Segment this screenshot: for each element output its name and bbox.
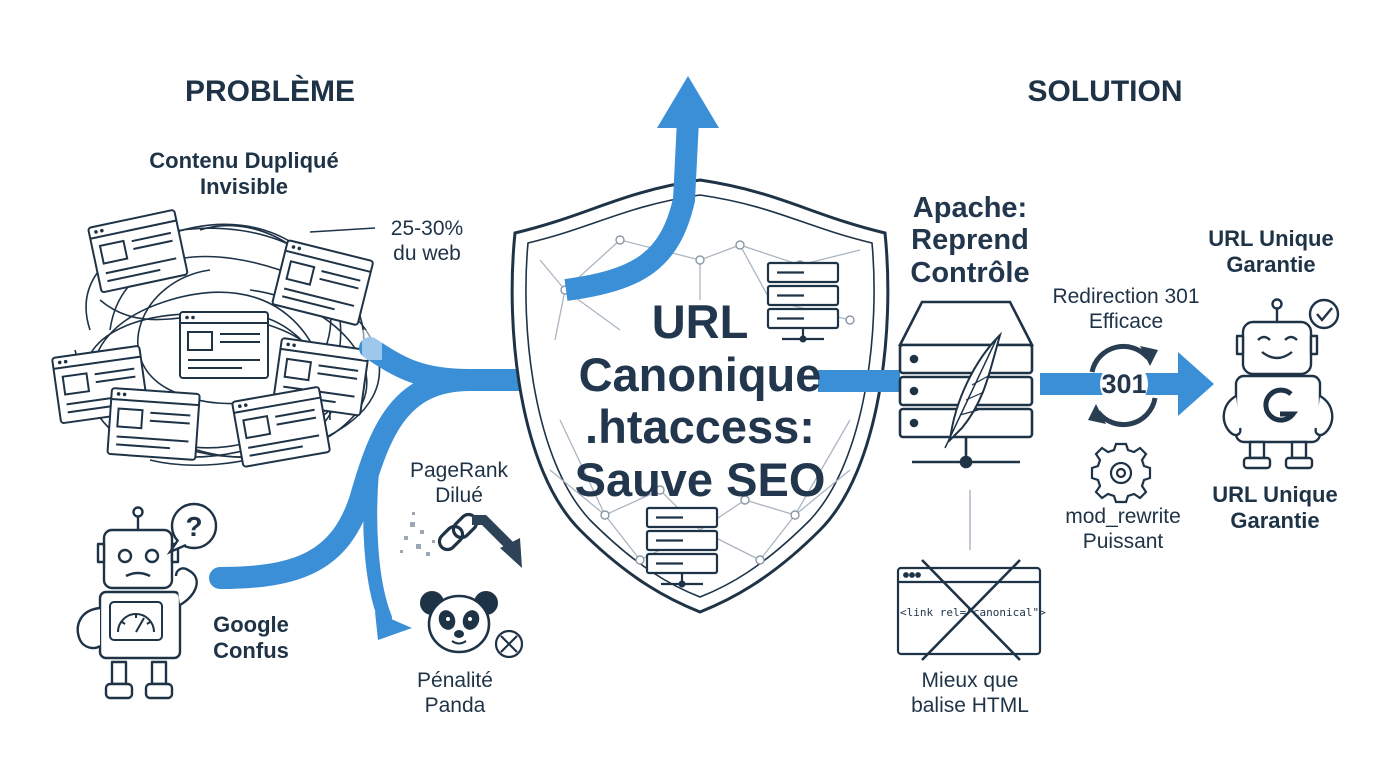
- web-page-icon: [179, 311, 269, 379]
- duplicate-pages-cluster: [51, 208, 381, 468]
- crossed-out-icon: [921, 559, 1021, 661]
- google-g-logo: [1263, 387, 1298, 423]
- gear-icon: [1090, 442, 1152, 504]
- redirect-badge-bg: [1100, 360, 1148, 408]
- speedometer-icon: [109, 601, 163, 641]
- stat-leader-line: [309, 227, 376, 233]
- solution-header: SOLUTION: [1027, 75, 1183, 108]
- down-arrow-icon: [472, 515, 522, 568]
- merge-arrow-bottom: [209, 369, 481, 589]
- web-page-icon: [106, 387, 201, 461]
- network-nodes: [560, 235, 855, 565]
- google-robot-icon: [1222, 298, 1334, 470]
- refresh-cycle-icon: [1089, 343, 1158, 428]
- growth-arrow-head: [657, 76, 719, 128]
- redirect-arrow-head: [1178, 352, 1214, 416]
- web-page-icon: [87, 208, 189, 294]
- canonical-tag-code: <link rel="canonical">: [900, 606, 1046, 619]
- forbidden-icon: [494, 629, 524, 659]
- shield-to-apache-arrow: [818, 370, 900, 392]
- question-bubble-icon: [166, 502, 218, 555]
- feather-icon: [944, 331, 1003, 449]
- chain-fade-dots: [400, 512, 435, 556]
- panda-icon: [420, 591, 498, 654]
- question-mark: ?: [185, 511, 203, 542]
- redirect-code-301: 301: [1101, 369, 1147, 399]
- checkmark-icon: [1308, 298, 1340, 330]
- duplicate-stat: 25-30%du web: [390, 217, 464, 266]
- web-page-icon: [271, 239, 375, 327]
- web-page-icon: [231, 385, 332, 468]
- growth-arrow: [564, 119, 699, 301]
- shield-inner-border: [525, 194, 875, 598]
- problem-header: PROBLÈME: [184, 75, 355, 108]
- panda-arrow: [363, 463, 392, 625]
- panda-arrow-head: [375, 612, 412, 640]
